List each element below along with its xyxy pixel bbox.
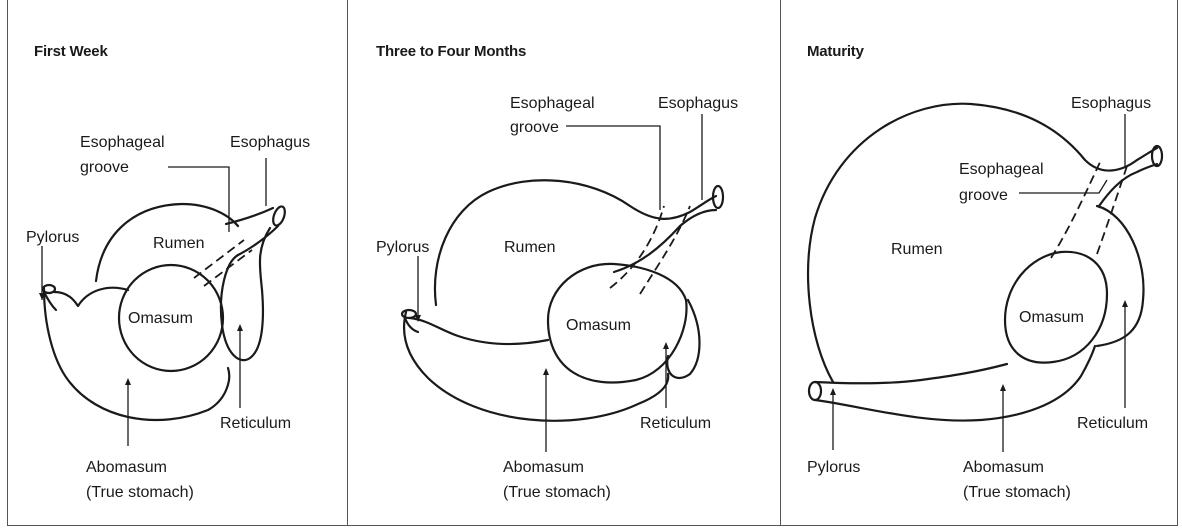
pylorus-opening (402, 310, 416, 318)
pylorus-label: Pylorus (376, 239, 429, 256)
reticulum-label: Reticulum (1077, 415, 1148, 432)
abomasum-label: (True stomach) (86, 484, 194, 501)
rumen-outline (808, 104, 1157, 382)
reticulum-outline (667, 300, 699, 378)
rumen-outline (435, 180, 716, 305)
esophageal-groove-label: Esophageal (959, 161, 1044, 178)
panel-title: First Week (34, 43, 108, 60)
abomasum-label: (True stomach) (963, 484, 1071, 501)
reticulum-label: Reticulum (640, 415, 711, 432)
esophageal-groove-label: groove (510, 119, 559, 136)
esophageal-groove-label: groove (80, 159, 129, 176)
abomasum-label: (True stomach) (503, 484, 611, 501)
panel-three-to-four-months: Three to Four Months Esophageal groove E… (348, 0, 780, 526)
reticulum-arrow (663, 342, 669, 349)
rumen-label: Rumen (153, 235, 205, 252)
rumen-label: Rumen (891, 241, 943, 258)
abomasum-arrow (1000, 384, 1006, 391)
abomasum-label: Abomasum (503, 459, 584, 476)
esophagus-label: Esophagus (658, 95, 738, 112)
reticulum-arrow (1122, 300, 1128, 307)
reticulum-label: Reticulum (220, 415, 291, 432)
esophagus-label: Esophagus (230, 134, 310, 151)
omasum-outline (1005, 252, 1107, 363)
abomasum-label: Abomasum (963, 459, 1044, 476)
omasum-label: Omasum (1019, 309, 1084, 326)
esophagus-label: Esophagus (1071, 95, 1151, 112)
esophageal-groove-label: groove (959, 187, 1008, 204)
esophageal-groove-leader (1019, 180, 1107, 193)
pylorus-arrow (830, 388, 836, 395)
pylorus-label: Pylorus (26, 229, 79, 246)
panel-first-week: First Week Esophageal groove Esophagus P… (8, 0, 347, 526)
pylorus-label: Pylorus (807, 459, 860, 476)
reticulum-outline (221, 228, 270, 360)
abomasum-outline (815, 346, 1095, 421)
panel-title: Maturity (807, 43, 865, 60)
esophageal-groove-leader (566, 126, 660, 210)
abomasum-arrow (543, 368, 549, 375)
omasum-label: Omasum (566, 317, 631, 334)
abomasum-outline (44, 288, 229, 420)
abomasum-arrow (125, 378, 131, 385)
esophageal-groove-leader (168, 167, 229, 232)
esophageal-groove-line (1051, 160, 1101, 258)
abomasum-label: Abomasum (86, 459, 167, 476)
esophageal-groove-label: Esophageal (80, 134, 165, 151)
pylorus-opening (809, 382, 821, 400)
reticulum-arrow (237, 324, 243, 331)
omasum-label: Omasum (128, 310, 193, 327)
panel-title: Three to Four Months (376, 43, 526, 60)
rumen-label: Rumen (504, 239, 556, 256)
panel-maturity: Maturity Esophagus Esophageal groove Rum… (781, 0, 1177, 526)
esophageal-groove-label: Esophageal (510, 95, 595, 112)
